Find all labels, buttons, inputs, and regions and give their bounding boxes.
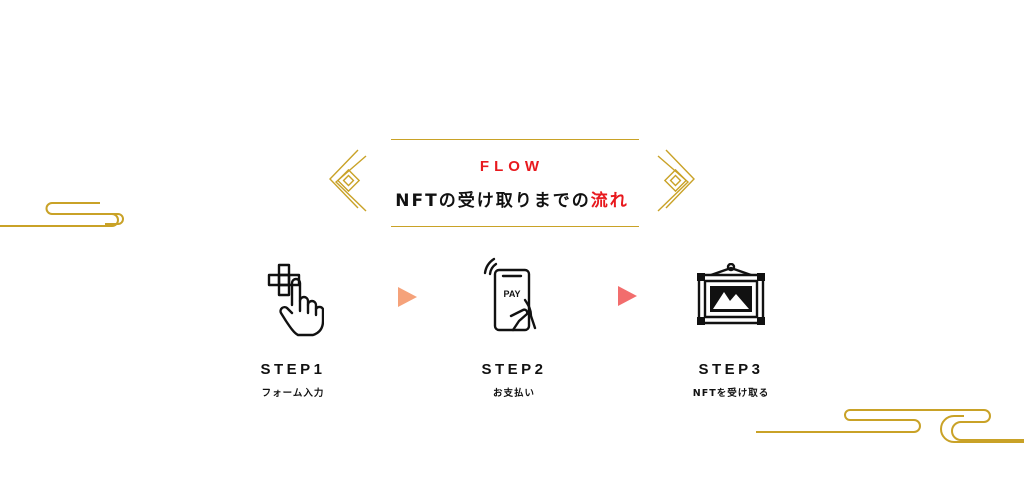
step-label: STEP2 xyxy=(481,361,547,378)
svg-text:PAY: PAY xyxy=(503,289,520,299)
arrow-right-icon xyxy=(398,287,417,307)
page-title-accent: 流れ xyxy=(590,191,629,211)
step-description: フォーム入力 xyxy=(261,388,325,399)
title-top-rule xyxy=(391,139,639,140)
step-3: STEP3 NFTを受け取る xyxy=(631,361,831,399)
page-title-text: NFTの受け取りまでの xyxy=(395,191,591,211)
flow-label: FLOW xyxy=(479,158,545,175)
hand-pointer-form-icon xyxy=(267,263,324,337)
step-label: STEP1 xyxy=(260,361,326,378)
step-1: STEP1 フォーム入力 xyxy=(193,361,393,399)
framed-picture-icon xyxy=(697,263,765,325)
diamond-ornament-right xyxy=(657,149,695,212)
step-label: STEP3 xyxy=(698,361,764,378)
page-title: NFTの受け取りまでの流れ xyxy=(0,186,1024,211)
smartphone-pay-icon: PAY xyxy=(483,257,537,332)
diamond-ornament-left xyxy=(329,149,367,212)
cloud-ornament-right xyxy=(756,409,1024,443)
step-description: NFTを受け取る xyxy=(692,388,770,399)
arrow-right-icon xyxy=(618,286,637,306)
step-description: お支払い xyxy=(492,388,535,399)
cloud-ornament-left xyxy=(0,202,124,227)
step-2: STEP2 お支払い xyxy=(414,361,614,399)
title-bottom-rule xyxy=(391,226,639,227)
